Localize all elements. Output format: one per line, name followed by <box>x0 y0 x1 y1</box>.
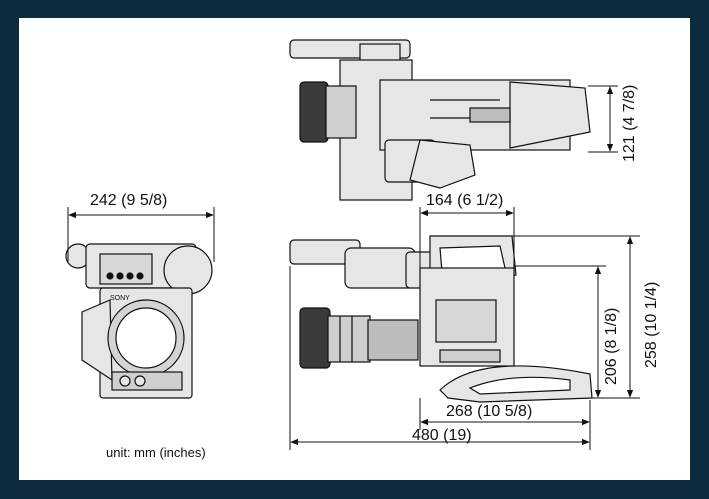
dim-side-body-width: 164 (6 1/2) <box>426 192 503 209</box>
dim-side-length-inner: 268 (10 5/8) <box>446 403 532 420</box>
dim-top-height: 121 (4 7/8) <box>621 85 638 162</box>
brand-label: SONY <box>110 295 130 302</box>
dim-side-height-inner: 206 (8 1/8) <box>603 308 620 385</box>
camera-side-view <box>289 235 593 403</box>
units-note: unit: mm (inches) <box>106 445 206 460</box>
camera-front-view <box>65 243 213 399</box>
dim-front-width: 242 (9 5/8) <box>90 192 167 209</box>
dim-side-length-total: 480 (19) <box>412 427 472 444</box>
dim-side-height-total: 258 (10 1/4) <box>643 282 660 368</box>
camera-top-view <box>289 39 591 201</box>
dimension-lines <box>67 85 640 450</box>
